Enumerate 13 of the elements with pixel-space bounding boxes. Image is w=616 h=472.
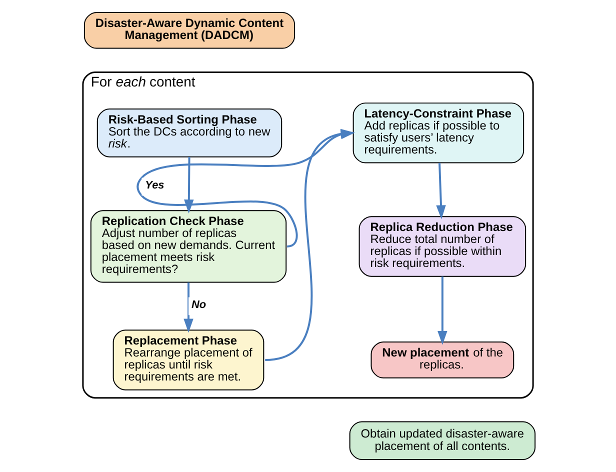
node-box: Replacement Phase Rearrange placement of replicas until risk requirements are met. — [112, 330, 264, 390]
node-box: Replica Reduction Phase Reduce total number of replicas if possible within risk requirements. — [358, 216, 526, 277]
arrow — [436, 162, 446, 220]
edge-label: No — [191, 298, 206, 311]
node-box: Obtain updated disaster-aware placement of all contents. — [349, 421, 536, 460]
arrow — [438, 276, 448, 345]
node-box: Latency-Constraint Phase Add replicas if possible to satisfy users’ latency requirements. — [352, 102, 524, 164]
edge-label: Yes — [145, 180, 164, 192]
arrow — [184, 282, 194, 333]
node-box: New placement of the replicas. — [370, 342, 514, 378]
node-box: Replication Check Phase Adjust number of replicas based on new demands. Current placement meets risk requirements? — [90, 210, 287, 283]
node-box: Disaster-Aware Dynamic Content Management (DADCM) — [84, 12, 296, 49]
node-box: Risk-Based Sorting Phase Sort the DCs according to new risk. — [96, 108, 282, 158]
